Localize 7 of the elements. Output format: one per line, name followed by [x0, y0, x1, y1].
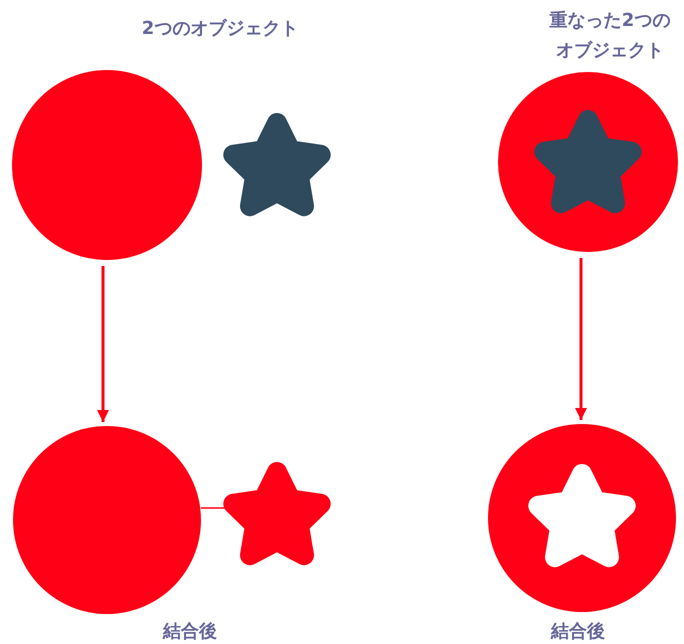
heading: 2つのオブジェクト	[140, 17, 300, 41]
heading: 重なった2つのオブジェクト	[548, 9, 672, 63]
caption: 結合後	[550, 620, 606, 644]
caption: 結合後	[162, 620, 218, 644]
arrow	[97, 266, 109, 422]
arrow	[575, 258, 587, 420]
connector-line	[201, 507, 225, 509]
